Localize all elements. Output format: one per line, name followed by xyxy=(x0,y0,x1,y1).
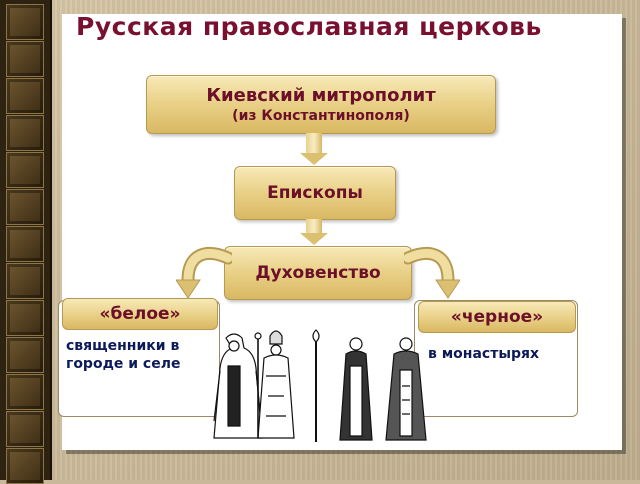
strip-tile-decoration xyxy=(6,411,44,447)
arrow-down-icon xyxy=(300,133,328,165)
bishops-box: Епископы xyxy=(234,166,396,220)
kiev-metropolitan-sublabel: (из Константинополя) xyxy=(232,108,410,124)
kiev-metropolitan-box: Киевский митрополит (из Константинополя) xyxy=(146,75,496,134)
black-clergy-label: «черное» xyxy=(418,301,576,333)
strip-tile-decoration xyxy=(6,226,44,262)
clergy-box: Духовенство xyxy=(224,246,412,300)
clergy-figures-illustration xyxy=(213,329,427,442)
kiev-metropolitan-label: Киевский митрополит xyxy=(206,85,436,106)
white-clergy-description: священники в городе и селе xyxy=(66,338,181,372)
strip-tile-decoration xyxy=(6,115,44,151)
strip-tile-decoration xyxy=(6,4,44,40)
black-clergy-description: в монастырях xyxy=(428,346,540,362)
slide-title: Русская православная церковь xyxy=(76,12,542,41)
arrow-down-icon xyxy=(300,219,328,245)
strip-tile-decoration xyxy=(6,189,44,225)
curved-arrow-left-icon xyxy=(176,246,232,299)
strip-tile-decoration xyxy=(6,374,44,410)
strip-tile-decoration xyxy=(6,41,44,77)
white-clergy-label: «белое» xyxy=(62,298,218,330)
strip-tile-decoration xyxy=(6,152,44,188)
strip-tile-decoration xyxy=(6,78,44,114)
strip-tile-decoration xyxy=(6,300,44,336)
strip-tile-decoration xyxy=(6,337,44,373)
curved-arrow-right-icon xyxy=(404,246,460,299)
strip-tile-decoration xyxy=(6,263,44,299)
decorative-left-strip xyxy=(0,0,52,484)
strip-tile-decoration xyxy=(6,448,44,484)
